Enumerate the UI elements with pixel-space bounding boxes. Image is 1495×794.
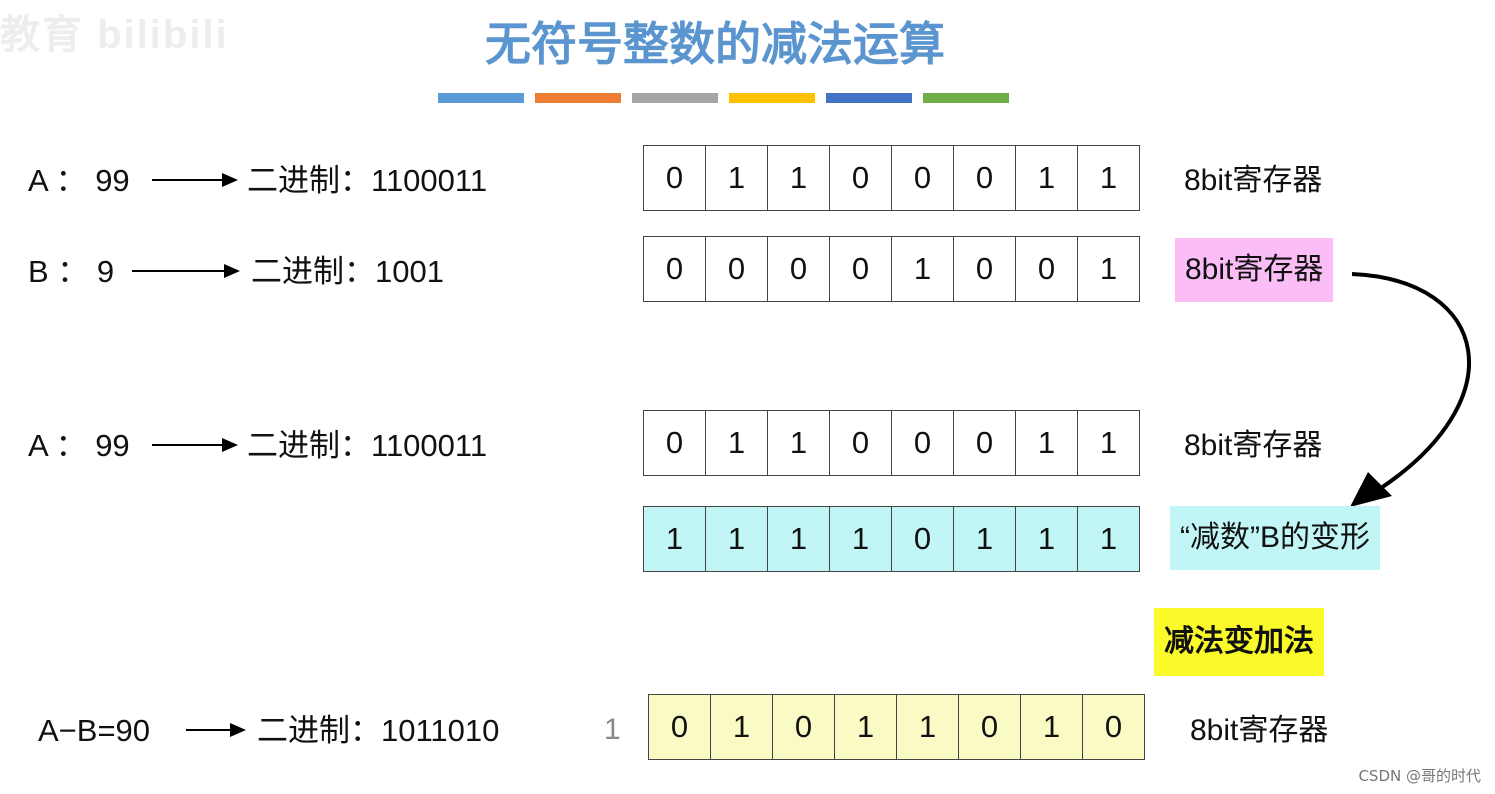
bit-cell: 0 — [1015, 236, 1078, 302]
row-a2-label: A ： 99 — [28, 428, 130, 463]
csdn-footer: CSDN @哥的时代 — [1358, 767, 1481, 785]
bit-cell: 1 — [1077, 506, 1140, 572]
bit-cell: 1 — [705, 410, 768, 476]
bit-cell: 1 — [829, 506, 892, 572]
row-b-register: 0 0 0 0 1 0 0 1 — [643, 236, 1140, 302]
row-a-register: 0 1 1 0 0 0 1 1 — [643, 145, 1140, 211]
row-b-arrow-icon — [132, 264, 240, 278]
bit-cell: 1 — [1077, 236, 1140, 302]
bit-cell: 1 — [643, 506, 706, 572]
bit-cell: 0 — [772, 694, 835, 760]
bit-cell: 1 — [834, 694, 897, 760]
row-b-label: B ： 9 — [28, 254, 115, 289]
transformed-b-label: “减数”B的变形 — [1170, 506, 1380, 570]
bit-cell: 0 — [829, 145, 892, 211]
row-a2-binary: 二进制：1100011 — [247, 428, 488, 463]
bit-cell: 1 — [1015, 145, 1078, 211]
transformed-b-register: 1 1 1 1 0 1 1 1 — [643, 506, 1140, 572]
color-bar-1 — [438, 93, 524, 103]
result-binary: 二进制：1011010 — [257, 713, 500, 748]
bit-cell: 1 — [896, 694, 959, 760]
bit-cell: 1 — [891, 236, 954, 302]
row-a2-arrow-icon — [152, 438, 238, 452]
bit-cell: 1 — [705, 145, 768, 211]
color-bar-6 — [923, 93, 1009, 103]
bit-cell: 0 — [767, 236, 830, 302]
bit-cell: 0 — [891, 145, 954, 211]
bit-cell: 1 — [1077, 145, 1140, 211]
bit-cell: 1 — [1020, 694, 1083, 760]
bit-cell: 0 — [643, 236, 706, 302]
bit-cell: 1 — [767, 145, 830, 211]
bit-cell: 0 — [705, 236, 768, 302]
row-b-binary: 二进制：1001 — [251, 254, 444, 289]
bit-cell: 0 — [958, 694, 1021, 760]
result-label: A−B=90 — [38, 713, 151, 748]
row-a-arrow-icon — [152, 173, 238, 187]
bit-cell: 0 — [953, 145, 1016, 211]
bit-cell: 0 — [953, 410, 1016, 476]
row-a2-register: 0 1 1 0 0 0 1 1 — [643, 410, 1140, 476]
carry-bit: 1 — [604, 713, 621, 746]
result-arrow-icon — [186, 723, 246, 737]
bilibili-watermark: 教育 bilibili — [0, 13, 229, 57]
bit-cell: 0 — [829, 236, 892, 302]
bit-cell: 1 — [767, 410, 830, 476]
bit-cell: 0 — [953, 236, 1016, 302]
bit-cell: 1 — [1077, 410, 1140, 476]
bit-cell: 1 — [953, 506, 1016, 572]
curved-arrow-icon — [1350, 272, 1471, 507]
row-a-label: A ： 99 — [28, 163, 130, 198]
bit-cell: 1 — [1015, 506, 1078, 572]
color-bar-5 — [826, 93, 912, 103]
bit-cell: 0 — [643, 410, 706, 476]
bit-cell: 0 — [643, 145, 706, 211]
row-a-register-label: 8bit寄存器 — [1184, 164, 1323, 197]
color-bar-2 — [535, 93, 621, 103]
page-title: 无符号整数的减法运算 — [485, 17, 945, 71]
color-bar-4 — [729, 93, 815, 103]
row-b-register-label: 8bit寄存器 — [1175, 238, 1334, 302]
bit-cell: 0 — [891, 410, 954, 476]
subtraction-to-addition-note: 减法变加法 — [1154, 608, 1324, 676]
bit-cell: 0 — [891, 506, 954, 572]
bit-cell: 1 — [1015, 410, 1078, 476]
bit-cell: 1 — [767, 506, 830, 572]
bit-cell: 1 — [710, 694, 773, 760]
result-register: 0 1 0 1 1 0 1 0 — [648, 694, 1145, 760]
bit-cell: 0 — [1082, 694, 1145, 760]
bit-cell: 0 — [648, 694, 711, 760]
row-a-binary: 二进制：1100011 — [247, 163, 488, 198]
bit-cell: 1 — [705, 506, 768, 572]
result-register-label: 8bit寄存器 — [1190, 714, 1329, 747]
bit-cell: 0 — [829, 410, 892, 476]
color-bar-3 — [632, 93, 718, 103]
row-a2-register-label: 8bit寄存器 — [1184, 429, 1323, 462]
